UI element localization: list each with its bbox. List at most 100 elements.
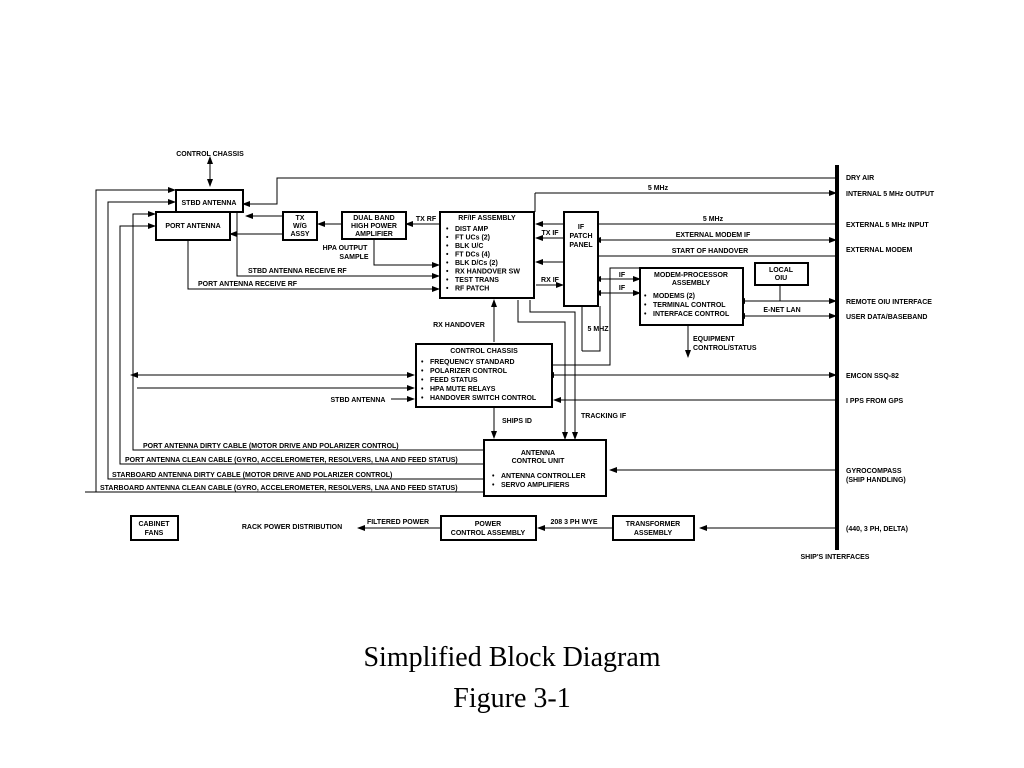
rx-if-label: RX IF — [541, 277, 560, 284]
bullet-icon: • — [421, 359, 424, 366]
bullet-icon: • — [421, 377, 424, 384]
list-item: FEED STATUS — [430, 377, 478, 384]
port-dirty-cable-label: PORT ANTENNA DIRTY CABLE (MOTOR DRIVE AN… — [143, 443, 399, 450]
acu-item-list: • ANTENNA CONTROLLER • SERVO AMPLIFIERS — [492, 473, 586, 489]
list-item: HPA MUTE RELAYS — [430, 386, 496, 393]
control-chassis-item-list: • FREQUENCY STANDARD • POLARIZER CONTROL • FE… — [421, 359, 537, 402]
svg-text:PATCH: PATCH — [569, 233, 592, 240]
list-item: TERMINAL CONTROL — [653, 302, 726, 309]
tracking-if-label: TRACKING IF — [581, 413, 627, 420]
cabinet-fans-block: CABINET FANS — [130, 515, 179, 541]
hpa-output-label: HPA OUTPUT — [323, 245, 368, 252]
hpa-sample-label: SAMPLE — [339, 254, 369, 261]
stbd-dirty-cable-label: STARBOARD ANTENNA DIRTY CABLE (MOTOR DRI… — [112, 472, 392, 479]
bullet-icon: • — [446, 226, 449, 233]
modem-processor-block: MODEM-PROCESSOR ASSEMBLY •MODEMS (2)•TER… — [639, 267, 744, 326]
bullet-icon: • — [446, 235, 449, 242]
list-item: FT UCs (2) — [455, 235, 490, 242]
list-item: INTERFACE CONTROL — [653, 311, 730, 318]
rfif-assembly-block: RF/IF ASSEMBLY •DIST AMP•FT UCs (2)•BLK … — [439, 211, 535, 299]
list-item: HANDOVER SWITCH CONTROL — [430, 395, 537, 402]
hpa-block: DUAL BAND HIGH POWER AMPLIFIER — [341, 211, 407, 240]
svg-text:ASSEMBLY: ASSEMBLY — [634, 530, 673, 537]
stbd-antenna-left-label: STBD ANTENNA — [331, 397, 386, 404]
bullet-icon: • — [644, 293, 647, 300]
svg-text:TRANSFORMER: TRANSFORMER — [626, 521, 680, 528]
transformer-block: TRANSFORMER ASSEMBLY — [612, 515, 695, 541]
svg-text:ASSY: ASSY — [290, 231, 309, 238]
antenna-control-unit-block: ANTENNA CONTROL UNIT •ANTENNA CONTROLLER… — [483, 439, 607, 497]
svg-text:CABINET: CABINET — [138, 521, 170, 528]
list-item: FT DCs (4) — [455, 252, 490, 259]
5mhz-second-label: 5 MHz — [703, 216, 724, 223]
connection-labels: CONTROL CHASSIS TX RF HPA OUTPUT SAMPLE … — [100, 151, 801, 531]
port-antenna-block: PORT ANTENNA — [155, 211, 231, 241]
user-data-label: USER DATA/BASEBAND — [846, 314, 927, 321]
emcon-label: EMCON SSQ-82 — [846, 373, 899, 380]
svg-text:LOCAL: LOCAL — [769, 267, 794, 274]
equipment-label: EQUIPMENT — [693, 336, 735, 343]
list-item: BLK U/C — [455, 243, 483, 250]
stbd-receive-rf-label: STBD ANTENNA RECEIVE RF — [248, 268, 347, 275]
ships-interface-labels: DRY AIR INTERNAL 5 MHz OUTPUT EXTERNAL 5… — [801, 175, 935, 561]
bullet-icon: • — [492, 473, 495, 480]
control-status-label: CONTROL/STATUS — [693, 345, 757, 352]
list-item: BLK D/Cs (2) — [455, 260, 498, 267]
stbd-antenna-block: STBD ANTENNA — [175, 189, 244, 213]
power-input-label: (440, 3 PH, DELTA) — [846, 526, 908, 533]
list-item: POLARIZER CONTROL — [430, 368, 508, 375]
ships-id-label: SHIPS ID — [502, 418, 532, 425]
svg-text:AMPLIFIER: AMPLIFIER — [355, 231, 393, 238]
enet-lan-label: E-NET LAN — [763, 307, 800, 314]
stbd-clean-cable-label: STARBOARD ANTENNA CLEAN CABLE (GYRO, ACC… — [100, 485, 458, 492]
bullet-icon: • — [446, 286, 449, 293]
rx-handover-label: RX HANDOVER — [433, 322, 485, 329]
svg-text:TX: TX — [296, 215, 305, 222]
bullet-icon: • — [446, 260, 449, 267]
gyrocompass-label: GYROCOMPASS — [846, 468, 902, 475]
ipps-label: I PPS FROM GPS — [846, 398, 904, 405]
port-receive-rf-label: PORT ANTENNA RECEIVE RF — [198, 281, 298, 288]
list-item: SERVO AMPLIFIERS — [501, 482, 570, 489]
list-item: ANTENNA CONTROLLER — [501, 473, 586, 480]
external-modem-label: EXTERNAL MODEM — [846, 247, 913, 254]
list-item: RX HANDOVER SW — [455, 269, 520, 276]
bullet-icon: • — [644, 302, 647, 309]
svg-text:POWER: POWER — [475, 521, 501, 528]
bullet-icon: • — [644, 311, 647, 318]
svg-text:HIGH POWER: HIGH POWER — [351, 223, 397, 230]
wye-label: 208 3 PH WYE — [550, 519, 597, 526]
tx-wg-assy-block: TX W/G ASSY — [282, 211, 318, 241]
external-5mhz-label: EXTERNAL 5 MHz INPUT — [846, 222, 929, 229]
svg-text:MODEM-PROCESSOR: MODEM-PROCESSOR — [654, 272, 728, 279]
port-clean-cable-label: PORT ANTENNA CLEAN CABLE (GYRO, ACCELERO… — [125, 457, 458, 464]
if-patch-panel-block: IF PATCH PANEL — [563, 211, 599, 307]
if-label-1: IF — [619, 272, 626, 279]
figure-title: Simplified Block Diagram — [363, 642, 661, 673]
connection-lines — [85, 156, 837, 531]
internal-5mhz-label: INTERNAL 5 MHz OUTPUT — [846, 191, 935, 198]
svg-text:CONTROL UNIT: CONTROL UNIT — [512, 458, 565, 465]
bullet-icon: • — [446, 252, 449, 259]
tx-rf-label: TX RF — [416, 216, 437, 223]
ships-interfaces-label: SHIP'S INTERFACES — [801, 554, 870, 561]
bullet-icon: • — [446, 269, 449, 276]
modem-item-list: •MODEMS (2)•TERMINAL CONTROL•INTERFACE C… — [644, 293, 730, 318]
dry-air-label: DRY AIR — [846, 175, 874, 182]
bullet-icon: • — [421, 368, 424, 375]
remote-oiu-label: REMOTE OIU INTERFACE — [846, 299, 932, 306]
local-oiu-block: LOCAL OIU — [754, 262, 809, 286]
power-control-block: POWER CONTROL ASSEMBLY — [440, 515, 537, 541]
svg-text:OIU: OIU — [775, 275, 787, 282]
svg-text:STBD ANTENNA: STBD ANTENNA — [182, 200, 237, 207]
list-item: DIST AMP — [455, 226, 489, 233]
figure-number: Figure 3-1 — [453, 683, 571, 714]
svg-text:W/G: W/G — [293, 223, 308, 230]
bullet-icon: • — [492, 482, 495, 489]
svg-text:DUAL BAND: DUAL BAND — [353, 215, 394, 222]
control-chassis-block: CONTROL CHASSIS •FREQUENCY STANDARD•POLA… — [415, 343, 553, 408]
control-chassis-top-label: CONTROL CHASSIS — [176, 151, 244, 158]
list-item: FREQUENCY STANDARD — [430, 359, 515, 366]
ship-handling-label: (SHIP HANDLING) — [846, 477, 906, 484]
